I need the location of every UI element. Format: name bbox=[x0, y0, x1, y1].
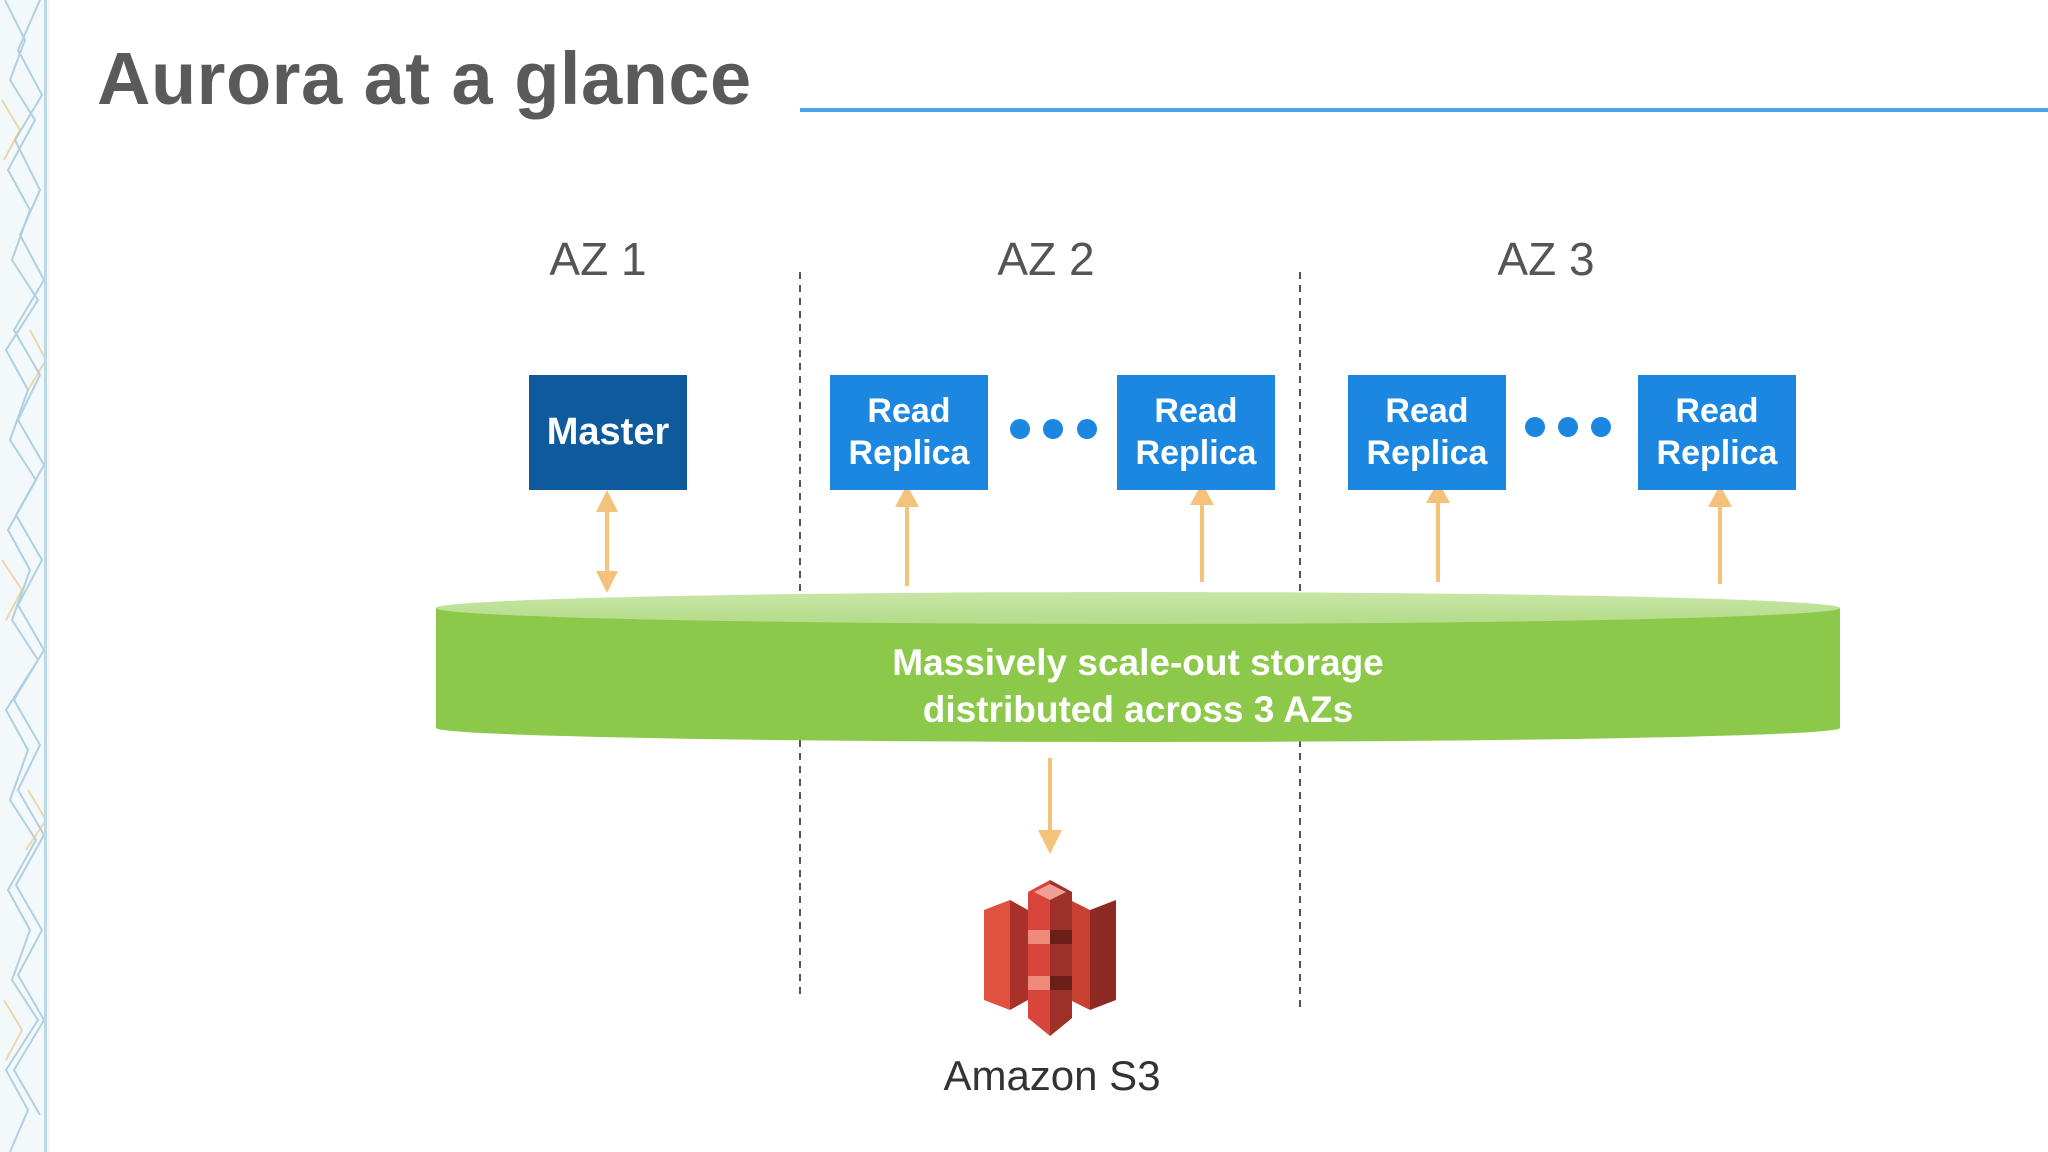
storage-disc bbox=[436, 592, 1840, 742]
master-node: Master bbox=[529, 375, 687, 490]
decorative-border bbox=[0, 0, 50, 1152]
read-replica-label: Read Replica bbox=[1366, 392, 1488, 472]
read-replica-node: Read Replica bbox=[1348, 375, 1506, 490]
read-replica-label: Read Replica bbox=[1135, 392, 1257, 472]
read-replica-node: Read Replica bbox=[830, 375, 988, 490]
read-replica-label: Read Replica bbox=[1656, 392, 1778, 472]
az-label-1: AZ 1 bbox=[549, 233, 647, 285]
s3-label: Amazon S3 bbox=[943, 1052, 1161, 1099]
replica-arrow-3 bbox=[1426, 481, 1450, 582]
more-dots-icon bbox=[1010, 419, 1097, 439]
az-label-3: AZ 3 bbox=[1497, 233, 1595, 285]
amazon-s3-bucket-icon bbox=[984, 880, 1116, 1036]
slide-title: Aurora at a glance bbox=[97, 37, 752, 120]
master-label: Master bbox=[546, 411, 670, 454]
replica-arrow-4 bbox=[1708, 485, 1732, 584]
more-dots-icon bbox=[1525, 417, 1611, 437]
read-replica-node: Read Replica bbox=[1638, 375, 1796, 490]
replica-arrow-1 bbox=[895, 485, 919, 586]
title-underline bbox=[800, 108, 2048, 112]
read-replica-node: Read Replica bbox=[1117, 375, 1275, 490]
replica-arrow-2 bbox=[1190, 483, 1214, 582]
az-label-2: AZ 2 bbox=[997, 233, 1095, 285]
storage-line-2: distributed across 3 AZs bbox=[922, 688, 1354, 730]
read-replica-label: Read Replica bbox=[848, 392, 970, 472]
storage-caption: Massively scale-out storage distributed … bbox=[436, 640, 1840, 734]
storage-to-s3-arrow bbox=[1038, 758, 1062, 854]
storage-line-1: Massively scale-out storage bbox=[892, 642, 1384, 683]
master-storage-arrow bbox=[596, 490, 618, 593]
